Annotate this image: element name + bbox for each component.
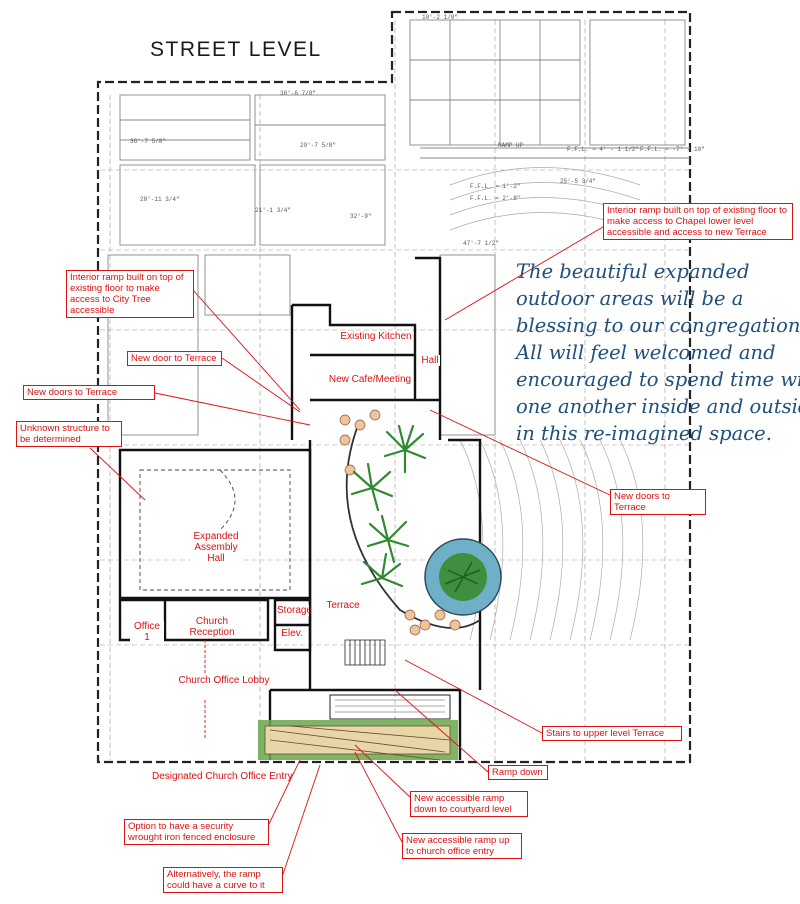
quote-line: All will feel welcomed and (516, 341, 776, 364)
terrace-tables (339, 409, 461, 636)
assembly-hall-details (139, 469, 291, 591)
stairs-drawing (344, 639, 386, 666)
building-outline (96, 10, 692, 764)
room-hall: Hall (420, 355, 440, 366)
quote-line: outdoor areas will be a (516, 287, 744, 310)
dimension-label: RAMP UP (498, 142, 524, 149)
ramp-drawing (258, 694, 458, 761)
quote-line: encouraged to spend time with (516, 368, 800, 391)
quote-line: The beautiful expanded (516, 260, 750, 283)
room-existing-kitchen: Existing Kitchen (340, 331, 412, 342)
quote-line: one another inside and outside (516, 395, 800, 418)
leader-lines (89, 223, 613, 878)
dimension-label: F.F.L. = 2'-8" (470, 195, 521, 202)
dimension-label: F.F.L. = -7' - 10" (640, 146, 705, 153)
callout-interior-ramp-city-tree: Interior ramp built on top of existing f… (66, 270, 194, 318)
callout-ramp-curve: Alternatively, the ramp could have a cur… (163, 867, 283, 893)
dimension-label: 28'-11 3/4" (140, 196, 180, 203)
room-church-office-lobby: Church Office Lobby (170, 675, 278, 686)
quote-line: in this re-imagined space. (516, 422, 772, 445)
dimension-label: 36'-7 5/8" (130, 138, 167, 145)
callout-unknown-structure: Unknown structure to be determined (16, 421, 122, 447)
quote-text: The beautiful expanded outdoor areas wil… (516, 258, 800, 447)
dimension-label: F.F.L. = 4' - 1 1/2" (567, 146, 640, 153)
room-terrace: Terrace (325, 600, 361, 611)
callout-new-doors-terrace-left: New doors to Terrace (23, 385, 155, 400)
dimension-label: 32'-9" (350, 213, 372, 220)
callout-security-option: Option to have a security wrought iron f… (124, 819, 269, 845)
quote-line: blessing to our congregation. (516, 314, 800, 337)
dimension-label: 30'-6 7/8" (280, 90, 317, 97)
callout-ramp-up-office: New accessible ramp up to church office … (402, 833, 522, 859)
callout-ramp-down: Ramp down (488, 765, 548, 780)
dimension-label: 29'-7 5/8" (300, 142, 337, 149)
existing-walls (107, 19, 690, 436)
label-office-entry: Designated Church Office Entry (152, 771, 293, 782)
room-storage: Storage (277, 605, 313, 616)
dimension-label: 10'-2 1/8" (422, 14, 459, 21)
callout-new-door-terrace: New door to Terrace (127, 351, 222, 366)
dimension-label: 21'-1 3/4" (255, 207, 292, 214)
callout-stairs-upper: Stairs to upper level Terrace (542, 726, 682, 741)
dimension-label: F.F.L. = 1'-2" (470, 183, 521, 190)
room-church-reception: Church Reception (172, 616, 252, 638)
callout-interior-ramp-chapel: Interior ramp built on top of existing f… (603, 203, 793, 240)
grid-lines (100, 20, 690, 760)
dimension-label: 47'-7 1/2" (463, 240, 500, 247)
callout-new-doors-terrace-right: New doors to Terrace (610, 489, 706, 515)
room-office-1: Office 1 (130, 621, 164, 643)
room-elev: Elev. (279, 628, 305, 639)
palm-trees (350, 424, 427, 588)
round-tree (424, 538, 502, 616)
room-expanded-assembly: Expanded Assembly Hall (190, 531, 242, 564)
room-new-cafe: New Cafe/Meeting (328, 374, 412, 385)
dimension-label: 25'-5 3/4" (560, 178, 597, 185)
callout-ramp-down-courtyard: New accessible ramp down to courtyard le… (410, 791, 528, 817)
page-title: STREET LEVEL (150, 38, 322, 61)
